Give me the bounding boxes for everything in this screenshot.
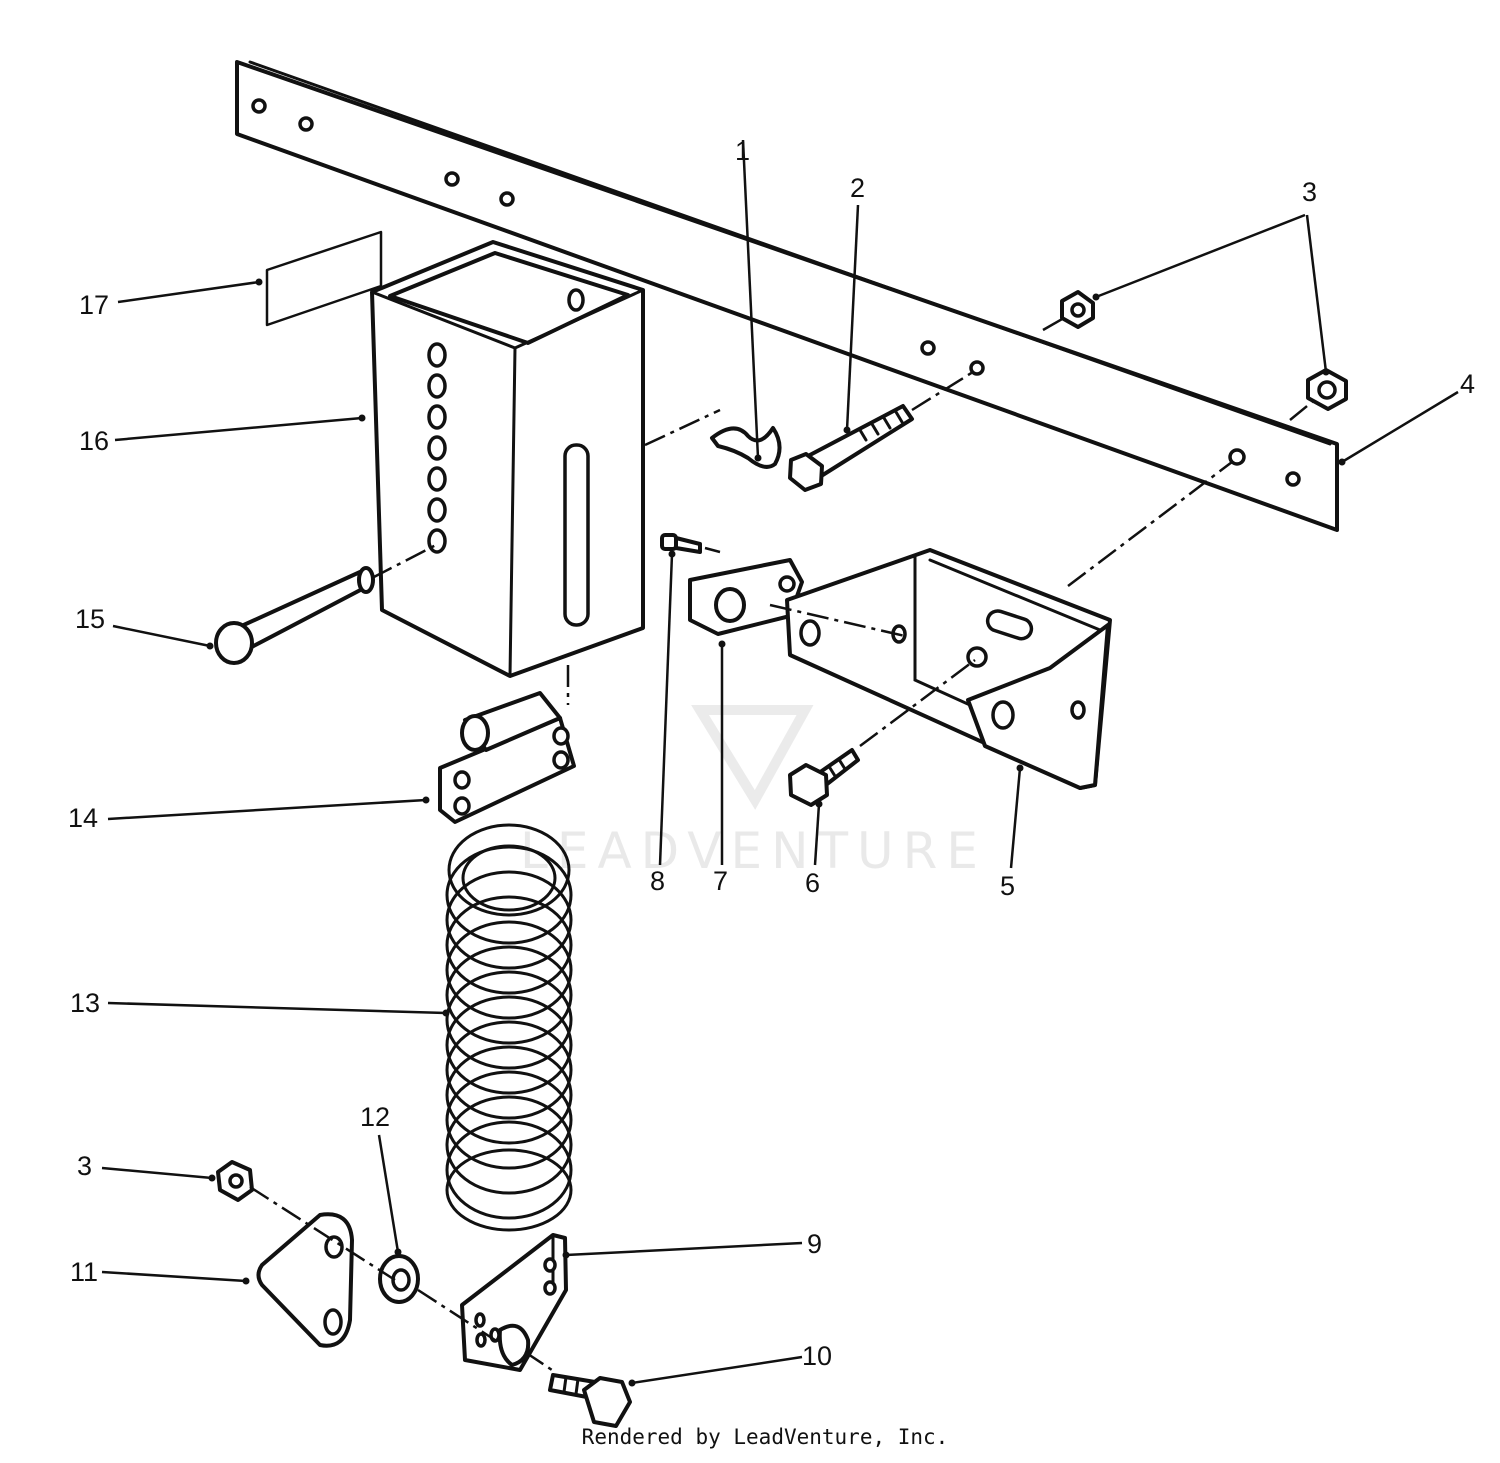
- callout-5: 5: [1000, 871, 1015, 901]
- part-15-pin: [214, 566, 375, 665]
- callout-3-bottom: 3: [77, 1151, 92, 1181]
- callout-3-top: 3: [1302, 177, 1317, 207]
- part-12-washer: [378, 1254, 420, 1304]
- part-6-bolt: [788, 748, 860, 807]
- part-3-nuts-top: [1060, 290, 1348, 411]
- callout-6: 6: [805, 868, 820, 898]
- part-13-spring: [445, 823, 573, 1232]
- callout-9: 9: [807, 1229, 822, 1259]
- render-credit: Rendered by LeadVenture, Inc.: [581, 1425, 949, 1449]
- callouts: 1 2 3 4 5 6 7 8 9 10 11 12 13 14 15 16 1…: [68, 136, 1475, 1371]
- part-9-bracket: [460, 1233, 568, 1372]
- watermark-text: LEADVENTURE: [520, 822, 987, 880]
- callout-4: 4: [1460, 369, 1475, 399]
- part-17-decal: [265, 230, 383, 327]
- callout-8: 8: [650, 866, 665, 896]
- callout-14: 14: [68, 803, 98, 833]
- callout-10: 10: [802, 1341, 832, 1371]
- callout-17: 17: [79, 290, 109, 320]
- callout-15: 15: [75, 604, 105, 634]
- part-1-clip: [710, 426, 782, 469]
- part-11-plate: [256, 1212, 354, 1348]
- callout-7: 7: [713, 866, 728, 896]
- part-5-bracket: [785, 548, 1112, 790]
- part-4-bar: [235, 60, 1339, 532]
- callout-2: 2: [850, 173, 865, 203]
- part-2-bolt: [788, 404, 914, 492]
- watermark: LEADVENTURE: [520, 705, 987, 880]
- part-16-tube: [370, 240, 645, 678]
- centerlines: [249, 316, 1313, 1374]
- leaders: [101, 139, 1459, 1387]
- part-10-bolt: [548, 1373, 632, 1428]
- callout-12: 12: [360, 1102, 390, 1132]
- part-3-nut-bottom: [216, 1160, 254, 1202]
- callout-1: 1: [735, 136, 750, 166]
- part-14-bushing: [438, 691, 576, 824]
- callout-16: 16: [79, 426, 109, 456]
- part-7-plate: [688, 558, 804, 636]
- part-8-screw: [660, 533, 702, 554]
- callout-13: 13: [70, 988, 100, 1018]
- callout-11: 11: [70, 1257, 98, 1287]
